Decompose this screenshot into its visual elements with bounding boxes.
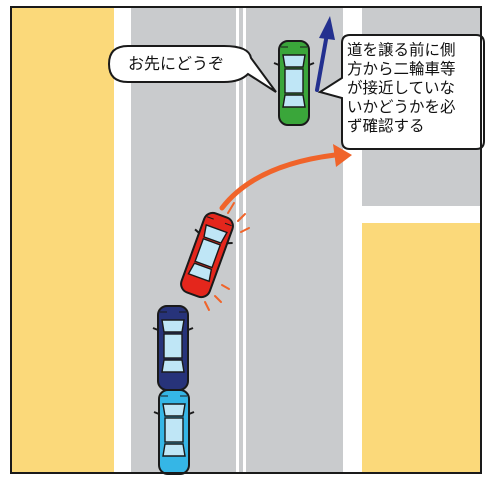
blue-car [153,389,195,475]
green-car [273,40,315,126]
navy-car [152,305,194,391]
speech-bubble-yield [107,45,277,93]
warning-line-2: 方から二輪車等 [347,60,456,78]
speech-bubble-warning [317,34,485,150]
motion-lines-top [227,202,250,233]
curved-arrow-right-icon [333,144,352,167]
arrow-up-icon [319,16,335,40]
warning-line-5: ず確認する [347,117,425,135]
curb-corner-right [343,206,481,223]
motion-lines-bottom [204,284,230,311]
warning-line-1: 道を譲る前に側 [347,41,456,59]
center-line-b [243,7,246,473]
yield-message: お先にどうぞ [127,54,224,73]
road-edge-line [114,7,131,473]
warning-line-4: いかどうかを必 [347,98,456,116]
turn-arrow [219,152,338,211]
scene-frame [10,6,482,474]
warning-message: 道を譲る前に側 方から二輪車等 が接近していな いかどうかを必 ず確認する [347,41,483,136]
center-line-a [236,7,239,473]
warning-line-3: が接近していな [347,79,456,97]
curb-lower-right [343,206,362,473]
straight-arrow [315,32,329,92]
sidewalk-left [11,7,114,473]
